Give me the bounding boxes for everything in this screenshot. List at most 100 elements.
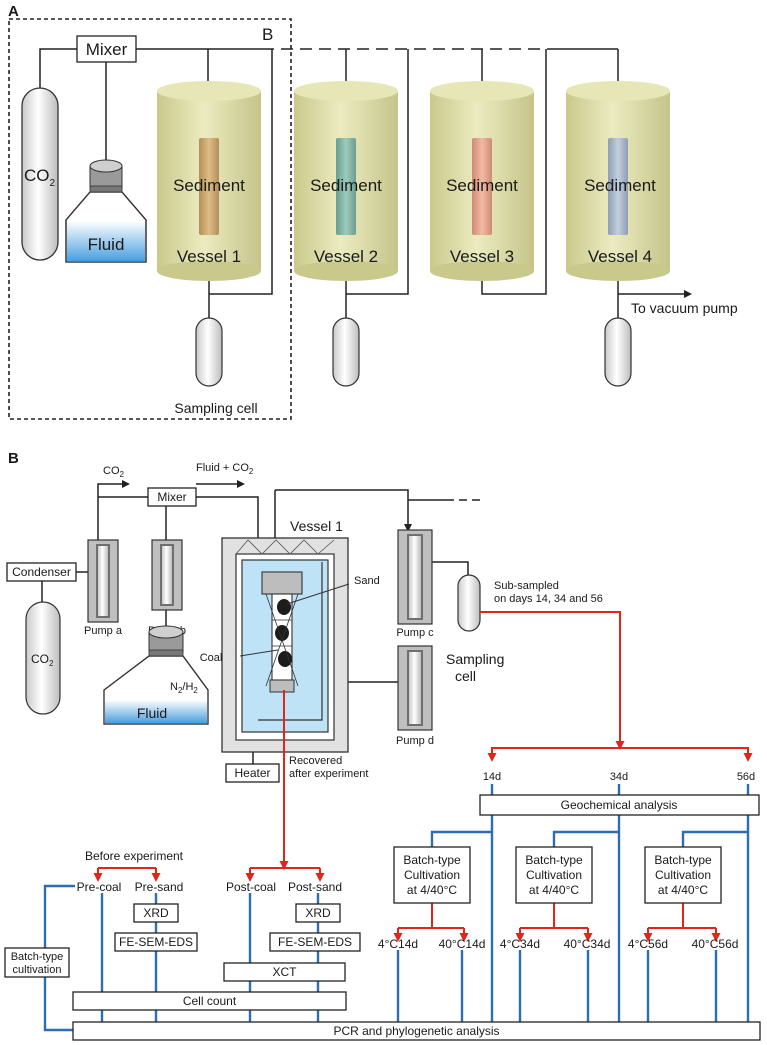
fesem-label-post: FE-SEM-EDS	[278, 935, 352, 949]
cell-count-box	[72, 991, 347, 1011]
coal-label: Coal	[200, 652, 223, 664]
co2-tank	[21, 87, 59, 261]
geochemical-label: Geochemical analysis	[561, 798, 678, 812]
pcr-label: PCR and phylogenetic analysis	[333, 1024, 499, 1038]
vessel-interconnects	[208, 49, 692, 320]
vessel-1-cross-section	[221, 537, 350, 753]
panel-a-letter: A	[8, 3, 19, 20]
batch-14d-line-2: Cultivation	[404, 868, 460, 882]
pump-c	[397, 529, 433, 625]
vessel-1-sediment-label: Sediment	[173, 176, 245, 195]
vessel-4-cylinder	[566, 81, 670, 281]
n2h2-label: N2/H2	[170, 681, 198, 695]
xrd-box-post	[295, 903, 341, 923]
xrd-box-pre	[133, 903, 179, 923]
red-flow-arrows	[93, 611, 753, 942]
temp-label-40c56d: 40°C56d	[692, 937, 739, 951]
vessel-4-label: Vessel 4	[588, 247, 652, 266]
sand-label: Sand	[354, 575, 380, 587]
pump-d	[397, 645, 433, 731]
batch-box-14d	[393, 846, 471, 904]
post-sand-label: Post-sand	[288, 880, 342, 894]
pcr-box	[72, 1021, 761, 1041]
heater-box	[225, 763, 280, 783]
subsampled-label-1: Sub-sampled	[494, 580, 559, 592]
sampling-cell-b	[457, 574, 481, 632]
vessel-2-sediment-label: Sediment	[310, 176, 382, 195]
heater-label: Heater	[234, 766, 270, 780]
sampling-cell-label: Sampling cell	[174, 400, 257, 416]
co2-tank-b	[25, 601, 61, 715]
before-experiment-label: Before experiment	[85, 849, 184, 863]
pump-a	[87, 539, 119, 623]
vessel-3-cylinder	[430, 81, 534, 281]
recovered-label-1: Recovered	[289, 755, 342, 767]
fluid-label: Fluid	[88, 235, 125, 254]
pre-coal-label: Pre-coal	[77, 880, 122, 894]
batch-56d-line-3: at 4/40°C	[658, 883, 708, 897]
batch-box-56d	[644, 846, 722, 904]
fesem-label-pre: FE-SEM-EDS	[119, 935, 193, 949]
co2-flow-label: CO2	[103, 465, 125, 479]
vessel-1-cylinder	[157, 81, 261, 281]
vessel-4-sediment-label: Sediment	[584, 176, 656, 195]
system-b-boundary	[8, 18, 292, 420]
sampling-cell-2	[332, 317, 360, 387]
temp-label-40c34d: 40°C34d	[564, 937, 611, 951]
vessel-3-label: Vessel 3	[450, 247, 514, 266]
vessel-3-sediment-label: Sediment	[446, 176, 518, 195]
sampling-cell-4	[604, 317, 632, 387]
pump-d-label: Pump d	[396, 735, 434, 747]
day-56-label: 56d	[737, 771, 755, 783]
post-coal-label: Post-coal	[226, 880, 276, 894]
xct-box	[223, 962, 346, 982]
batch-34d-line-3: at 4/40°C	[529, 883, 579, 897]
recovered-label-2: after experiment	[289, 768, 368, 780]
pre-sand-label: Pre-sand	[135, 880, 184, 894]
vessel-2-label: Vessel 2	[314, 247, 378, 266]
batch-cultivation-line-1: Batch-type	[11, 951, 64, 963]
condenser-box	[6, 562, 77, 582]
xrd-label-post: XRD	[305, 906, 331, 920]
batch-box-34d	[515, 846, 593, 904]
mixer-b-box	[147, 487, 197, 507]
panel-b-letter: B	[8, 450, 19, 467]
fluid-b-label: Fluid	[137, 705, 167, 721]
fluid-bottle	[65, 159, 147, 263]
vessel-1-label: Vessel 1	[177, 247, 241, 266]
batch-56d-line-1: Batch-type	[654, 853, 712, 867]
subsampled-label-2: on days 14, 34 and 56	[494, 593, 603, 605]
pump-c-label: Pump c	[396, 627, 434, 639]
mixer-b-label: Mixer	[157, 490, 186, 504]
pump-a-label: Pump a	[84, 625, 123, 637]
to-vacuum-label: To vacuum pump	[631, 300, 738, 316]
batch-56d-line-2: Cultivation	[655, 868, 711, 882]
cell-count-label: Cell count	[183, 994, 237, 1008]
sampling-cell-1	[195, 317, 223, 387]
xrd-label-pre: XRD	[143, 906, 169, 920]
sampling-b-label-1: Sampling	[446, 651, 504, 667]
day-14-label: 14d	[483, 771, 501, 783]
batch-34d-line-1: Batch-type	[525, 853, 583, 867]
sampling-b-label-2: cell	[455, 668, 476, 684]
mixer-label: Mixer	[86, 40, 128, 59]
pump-b	[151, 539, 183, 611]
mixer-box	[76, 35, 137, 63]
vessel-2-cylinder	[294, 81, 398, 281]
fluid-bottle-b	[103, 625, 209, 725]
temp-label-4c34d: 4°C34d	[500, 937, 540, 951]
batch-34d-line-2: Cultivation	[526, 868, 582, 882]
co2-label: CO2	[24, 166, 56, 189]
batch-14d-line-3: at 4/40°C	[407, 883, 457, 897]
temp-label-4c14d: 4°C14d	[378, 937, 418, 951]
fesem-box-post	[269, 932, 361, 952]
co2-tank-b-label: CO2	[31, 652, 54, 668]
fesem-box-pre	[114, 932, 198, 952]
batch-cultivation-box	[4, 947, 70, 978]
condenser-label: Condenser	[12, 565, 71, 579]
batch-14d-line-1: Batch-type	[403, 853, 461, 867]
vessel-b-label: Vessel 1	[290, 518, 343, 534]
blue-analysis-lines	[43, 784, 750, 1032]
temp-label-40c14d: 40°C14d	[439, 937, 486, 951]
